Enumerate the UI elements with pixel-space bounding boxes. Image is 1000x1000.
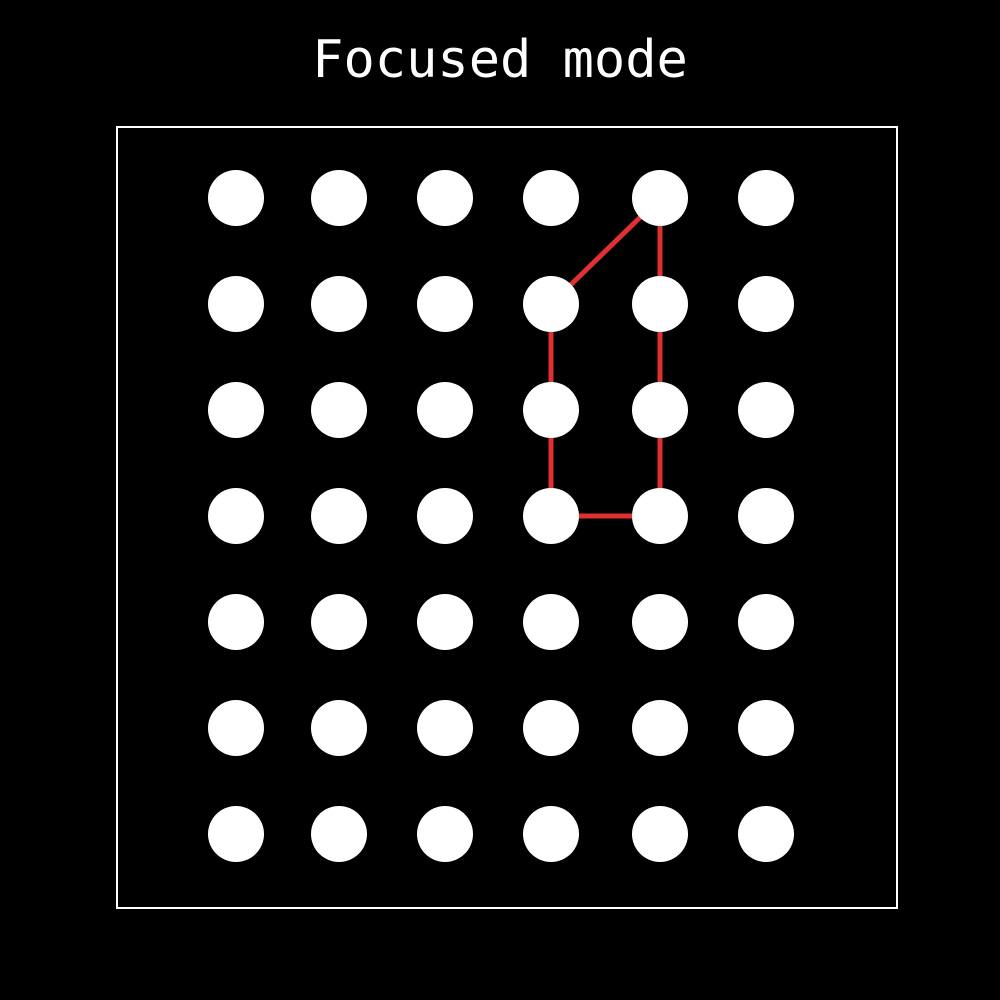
grid-dot-r6-c0[interactable] bbox=[208, 806, 264, 862]
grid-dot-r5-c1[interactable] bbox=[311, 700, 367, 756]
grid-dot-r6-c4[interactable] bbox=[632, 806, 688, 862]
connection-path bbox=[548, 196, 663, 519]
grid-dot-r2-c4[interactable] bbox=[632, 382, 688, 438]
board-frame bbox=[116, 126, 898, 909]
grid-dot-r1-c0[interactable] bbox=[208, 276, 264, 332]
grid-dot-r5-c2[interactable] bbox=[417, 700, 473, 756]
grid-dot-r4-c0[interactable] bbox=[208, 594, 264, 650]
grid-dot-r2-c5[interactable] bbox=[738, 382, 794, 438]
grid-dot-r4-c2[interactable] bbox=[417, 594, 473, 650]
grid-dot-r1-c4[interactable] bbox=[632, 276, 688, 332]
mode-title: Focused mode bbox=[312, 30, 688, 90]
grid-dot-r0-c5[interactable] bbox=[738, 170, 794, 226]
grid-dot-r6-c5[interactable] bbox=[738, 806, 794, 862]
grid-dot-r3-c2[interactable] bbox=[417, 488, 473, 544]
grid-dot-r2-c1[interactable] bbox=[311, 382, 367, 438]
grid-dot-r5-c5[interactable] bbox=[738, 700, 794, 756]
grid-dot-r5-c3[interactable] bbox=[523, 700, 579, 756]
grid-dot-r1-c5[interactable] bbox=[738, 276, 794, 332]
grid-dot-r1-c1[interactable] bbox=[311, 276, 367, 332]
grid-dot-r3-c3[interactable] bbox=[523, 488, 579, 544]
grid-dot-r5-c4[interactable] bbox=[632, 700, 688, 756]
dot-layer bbox=[208, 170, 794, 862]
grid-dot-r1-c3[interactable] bbox=[523, 276, 579, 332]
grid-dot-r3-c5[interactable] bbox=[738, 488, 794, 544]
grid-dot-r4-c5[interactable] bbox=[738, 594, 794, 650]
grid-dot-r6-c2[interactable] bbox=[417, 806, 473, 862]
grid-dot-r2-c0[interactable] bbox=[208, 382, 264, 438]
grid-dot-r1-c2[interactable] bbox=[417, 276, 473, 332]
grid-dot-r4-c4[interactable] bbox=[632, 594, 688, 650]
grid-dot-r0-c3[interactable] bbox=[523, 170, 579, 226]
grid-dot-r3-c1[interactable] bbox=[311, 488, 367, 544]
grid-dot-r0-c4[interactable] bbox=[632, 170, 688, 226]
grid-dot-r4-c3[interactable] bbox=[523, 594, 579, 650]
grid-dot-r2-c3[interactable] bbox=[523, 382, 579, 438]
grid-dot-r5-c0[interactable] bbox=[208, 700, 264, 756]
grid-dot-r0-c1[interactable] bbox=[311, 170, 367, 226]
grid-dot-r6-c3[interactable] bbox=[523, 806, 579, 862]
grid-dot-r0-c0[interactable] bbox=[208, 170, 264, 226]
grid-dot-r2-c2[interactable] bbox=[417, 382, 473, 438]
grid-dot-r3-c0[interactable] bbox=[208, 488, 264, 544]
connection-path-layer bbox=[548, 196, 663, 519]
grid-dot-r3-c4[interactable] bbox=[632, 488, 688, 544]
grid-dot-r6-c1[interactable] bbox=[311, 806, 367, 862]
grid-dot-r4-c1[interactable] bbox=[311, 594, 367, 650]
grid-dot-r0-c2[interactable] bbox=[417, 170, 473, 226]
